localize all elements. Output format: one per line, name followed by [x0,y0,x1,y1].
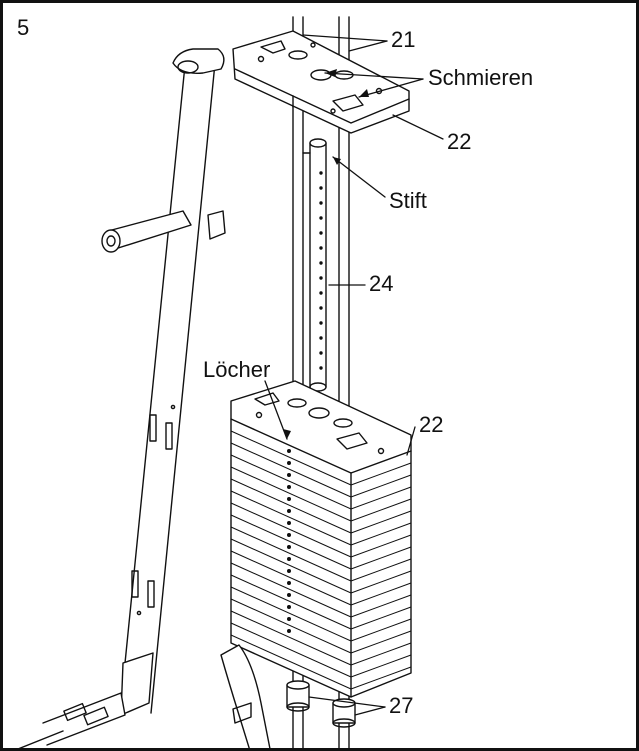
callout-24: 24 [369,271,394,296]
callout-pin: Stift [389,188,427,213]
callout-holes: Löcher [203,357,271,382]
callout-lubricate: Schmieren [428,65,534,90]
assembly-illustration [18,16,444,748]
top-plate [232,30,410,134]
callout-21: 21 [391,27,416,52]
callout-22-top: 22 [447,129,472,154]
weight-stack [230,380,412,698]
leader-arrowheads [283,69,369,439]
callout-22-stack: 22 [419,412,444,437]
step-number: 5 [17,15,30,40]
frame-tube [18,48,226,748]
callout-27: 27 [389,693,414,718]
selector-rod [302,138,327,392]
